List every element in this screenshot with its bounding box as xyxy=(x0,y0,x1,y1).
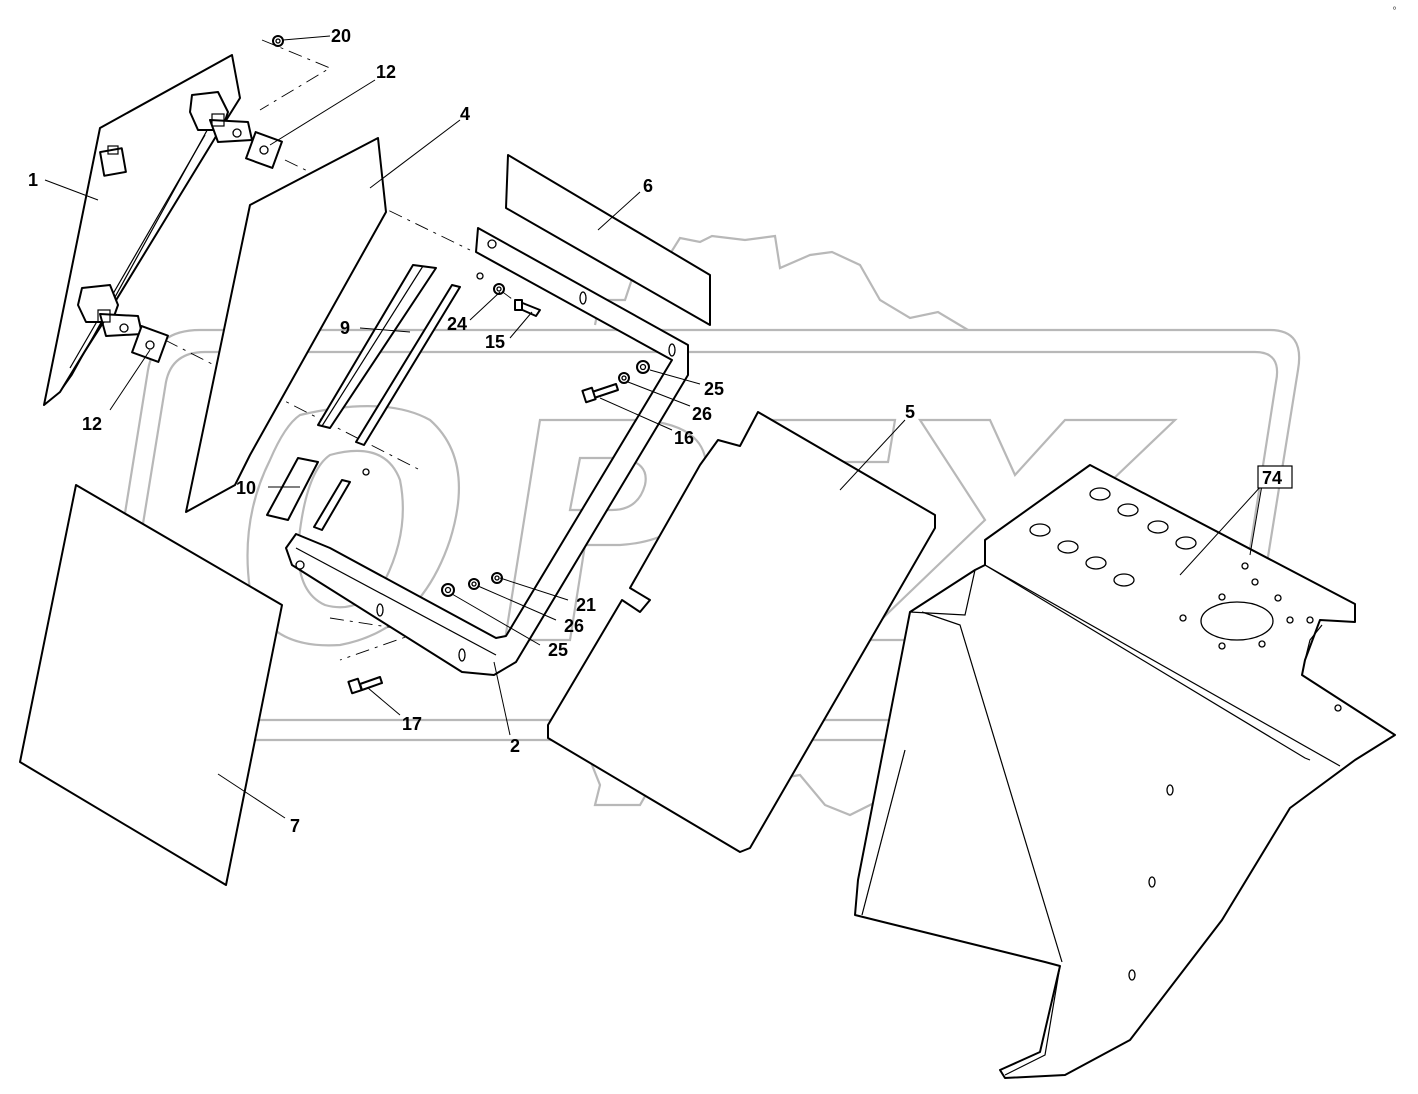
part-20-nut xyxy=(272,35,284,47)
fasteners xyxy=(347,283,650,695)
callout-2: 2 xyxy=(510,736,520,756)
part-9-seal-strip xyxy=(317,264,461,446)
part-2-side-bracket xyxy=(285,227,689,676)
callout-6: 6 xyxy=(643,176,653,196)
callout-26-top: 26 xyxy=(692,404,712,424)
callout-10: 10 xyxy=(236,478,256,498)
callout-24: 24 xyxy=(447,314,467,334)
part-6-top-strip xyxy=(505,154,711,326)
callout-labels: 20 12 4 1 6 9 24 15 25 26 16 12 5 10 74 … xyxy=(28,26,1293,836)
part-7-bottom-sheet xyxy=(19,484,283,886)
callout-25-top: 25 xyxy=(704,379,724,399)
corner-mark: ° xyxy=(1392,6,1397,17)
callout-74: 74 xyxy=(1262,468,1282,488)
callout-1: 1 xyxy=(28,170,38,190)
part-10-seal-strip xyxy=(266,457,351,531)
callout-15: 15 xyxy=(485,332,505,352)
callout-9: 9 xyxy=(340,318,350,338)
callout-5: 5 xyxy=(905,402,915,422)
callout-16: 16 xyxy=(674,428,694,448)
leader-lines xyxy=(44,35,1263,819)
callout-74-box xyxy=(1257,465,1293,489)
part-1-cover-panel xyxy=(43,54,283,406)
part-5-insulation-panel xyxy=(547,411,936,853)
callout-12-bottom: 12 xyxy=(82,414,102,434)
callout-12-top: 12 xyxy=(376,62,396,82)
callout-4: 4 xyxy=(460,104,470,124)
part-74-cab-frame xyxy=(854,464,1396,1079)
callout-26-bottom: 26 xyxy=(564,616,584,636)
callout-17: 17 xyxy=(402,714,422,734)
callout-25-bottom: 25 xyxy=(548,640,568,660)
callout-20: 20 xyxy=(331,26,351,46)
part-4-side-plate xyxy=(185,137,387,513)
callout-21: 21 xyxy=(576,595,596,615)
callout-7: 7 xyxy=(290,816,300,836)
